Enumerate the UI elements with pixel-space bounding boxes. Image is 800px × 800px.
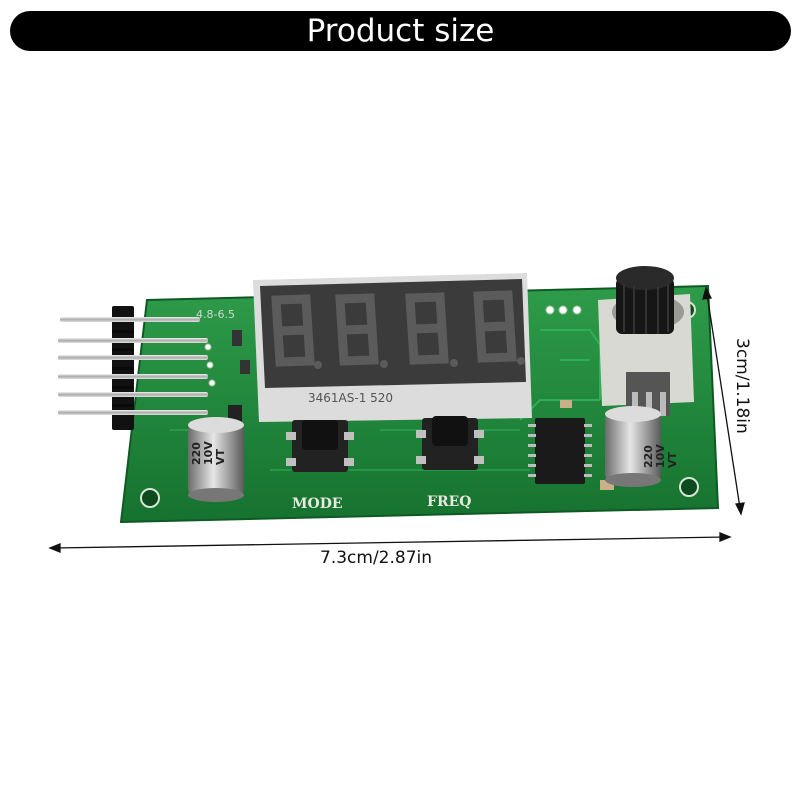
- cap-right-value: 220: [642, 445, 655, 468]
- freq-label: FREQ: [427, 494, 471, 510]
- cap-right-series: VT: [666, 451, 679, 468]
- capacitor-left: 220 10V VT: [188, 417, 244, 502]
- capacitor-right: 220 10V VT: [605, 406, 679, 487]
- title-banner: Product size: [10, 11, 791, 51]
- mode-label: MODE: [292, 496, 343, 512]
- seven-segment-display: 3461AS-1 520: [253, 273, 532, 422]
- page-title: Product size: [306, 13, 495, 49]
- cap-left-value: 220: [190, 442, 203, 465]
- freq-button: [416, 416, 484, 470]
- cap-right-voltage: 10V: [654, 444, 667, 468]
- pin-header: [58, 306, 208, 430]
- silkscreen-voltage-range: 4.8-6.5: [196, 308, 235, 321]
- potentiometer: [598, 266, 694, 416]
- width-dimension-arrow: [48, 532, 732, 553]
- display-part-number: 3461AS-1 520: [308, 391, 393, 405]
- cap-left-voltage: 10V: [202, 441, 215, 465]
- cap-left-series: VT: [214, 448, 227, 465]
- height-dimension-label: 3cm/1.18in: [732, 338, 752, 434]
- ic-chip: [528, 418, 592, 484]
- height-dimension-arrow: [702, 286, 745, 516]
- mode-button: [286, 420, 354, 472]
- width-dimension-label: 7.3cm/2.87in: [320, 548, 433, 568]
